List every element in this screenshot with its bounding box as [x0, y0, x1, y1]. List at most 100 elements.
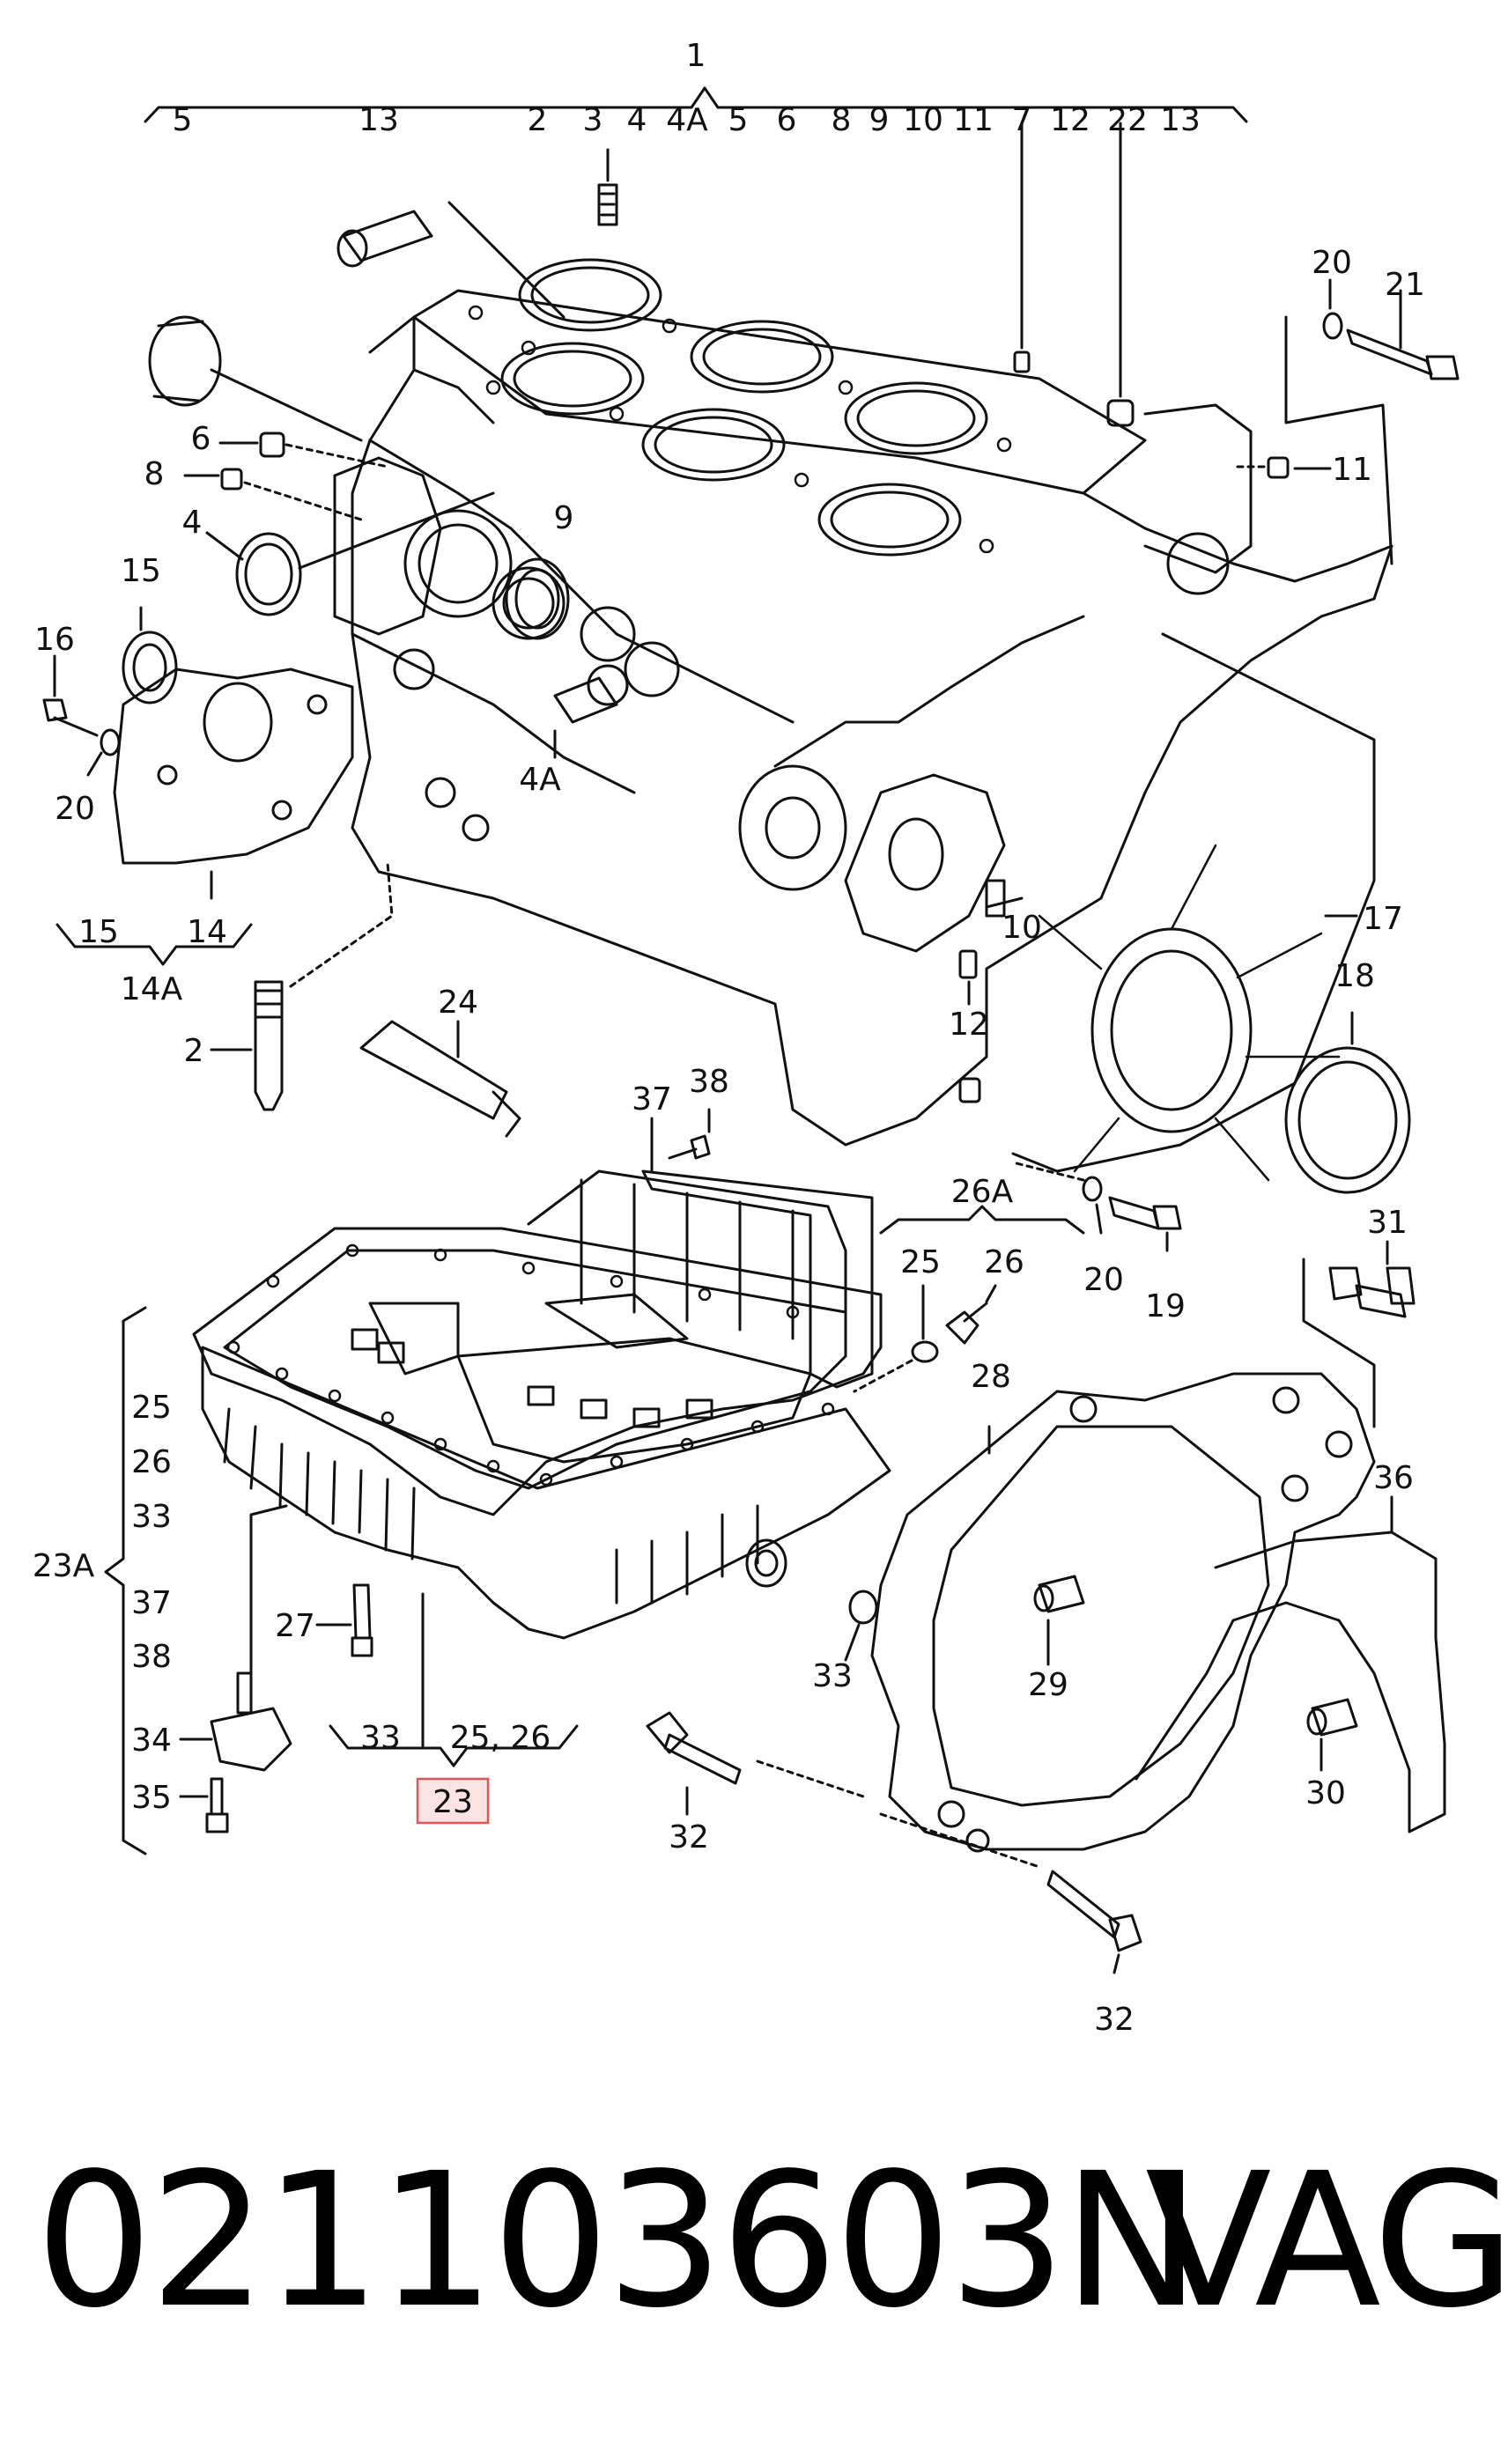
- callout-26: 26: [984, 1244, 1024, 1280]
- callout-4: 4: [182, 505, 203, 541]
- callout-23: 23: [432, 1784, 473, 1820]
- plug-26: [853, 1284, 997, 1393]
- callout-top-7: 7: [1012, 102, 1032, 138]
- callout-top-13: 13: [359, 102, 399, 138]
- callout-side-37: 37: [131, 1585, 172, 1621]
- callout-6: 6: [191, 421, 211, 457]
- bolt-38: [668, 1108, 711, 1160]
- engine-block: [333, 258, 1393, 1182]
- callout-18: 18: [1334, 958, 1375, 994]
- plug-4A: [553, 664, 629, 759]
- callout-36: 36: [1373, 1460, 1414, 1496]
- callout-12: 12: [949, 1007, 989, 1043]
- callout-30: 30: [1305, 1775, 1346, 1811]
- leader-32: [756, 1759, 1041, 1869]
- callout-top-10: 10: [903, 102, 943, 138]
- callout-14b: 14: [187, 914, 227, 950]
- adapter-plate-28: [870, 1372, 1376, 1853]
- callout-33b: 33: [812, 1658, 853, 1694]
- callout-26A: 26A: [951, 1174, 1014, 1210]
- callout-top-13b: 13: [1160, 102, 1201, 138]
- sealant-tube-24: [359, 1020, 521, 1138]
- callout-37: 37: [632, 1081, 672, 1118]
- seal-18: [1284, 1011, 1411, 1194]
- bracket-31: [1302, 1258, 1376, 1428]
- callout-38: 38: [689, 1064, 729, 1100]
- bracket-26A: [879, 1205, 1085, 1235]
- bushing-4: [205, 491, 495, 616]
- brand-name: VAG: [1145, 2133, 1508, 2349]
- callout-side-26: 26: [131, 1444, 172, 1480]
- callout-top-11: 11: [953, 102, 994, 138]
- callout-33a: 33: [360, 1720, 401, 1756]
- bolt-27: [315, 1583, 373, 1657]
- callout-top-4A: 4A: [666, 102, 708, 138]
- callout-32a: 32: [669, 1819, 709, 1855]
- callout-27: 27: [275, 1608, 315, 1644]
- part-number: 021103603N: [35, 2133, 1201, 2349]
- sleeve-22: [1106, 122, 1135, 427]
- bolt-32a: [646, 1711, 742, 1816]
- callout-25: 25: [900, 1244, 941, 1280]
- callout-top-3: 3: [583, 102, 603, 138]
- callout-top-9: 9: [869, 102, 890, 138]
- callout-25-26: 25, 26: [450, 1720, 551, 1756]
- callout-29: 29: [1028, 1667, 1068, 1703]
- callout-23A: 23A: [33, 1548, 95, 1584]
- flange-14: [113, 668, 354, 900]
- dowel-30: [1306, 1698, 1358, 1772]
- callout-side-25: 25: [131, 1390, 172, 1426]
- plug-8: [183, 468, 363, 521]
- callout-10: 10: [1002, 910, 1042, 946]
- callout-11: 11: [1332, 452, 1372, 488]
- plug-11: [1236, 456, 1332, 479]
- pin-12: [958, 949, 978, 1006]
- bolt-16: [42, 654, 99, 737]
- bracket-14A: [55, 923, 253, 966]
- head-bolt-2: [210, 861, 394, 1111]
- freeze-plug-5: [148, 315, 363, 442]
- bolt-35: [179, 1777, 229, 1833]
- callout-2: 2: [184, 1033, 204, 1069]
- highlight-box-23: [416, 1777, 490, 1825]
- bracket-21: [1284, 315, 1393, 565]
- pin-7: [1013, 122, 1031, 373]
- bolt-10: [985, 879, 1024, 918]
- callout-top-6: 6: [777, 102, 797, 138]
- bolt-31: [1328, 1240, 1416, 1318]
- callout-34: 34: [131, 1723, 172, 1759]
- callout-top-8: 8: [832, 102, 852, 138]
- bolt-19: [1011, 1161, 1182, 1252]
- callout-1: 1: [686, 38, 706, 74]
- callout-16: 16: [34, 622, 75, 658]
- callout-14A: 14A: [121, 971, 183, 1007]
- callout-24: 24: [438, 985, 478, 1021]
- callout-side-38: 38: [131, 1639, 172, 1675]
- callout-4A: 4A: [519, 762, 561, 798]
- washer-20-left: [86, 728, 121, 777]
- bolt-32b: [1046, 1870, 1142, 1974]
- callout-20-left: 20: [55, 791, 95, 827]
- washer-20-mid: [1082, 1176, 1103, 1235]
- callout-32b: 32: [1094, 2002, 1135, 2038]
- oil-pan: [192, 1169, 891, 1640]
- callout-top-5b: 5: [728, 102, 749, 138]
- callout-15: 15: [121, 553, 161, 589]
- callout-labels: 1 5 13 2 3 4 4A 5 6 8 9 10 11 7 12 22 13…: [33, 38, 1425, 2038]
- washer-20-top: [1322, 278, 1343, 340]
- plug-6: [218, 432, 389, 468]
- dowel-13: [336, 201, 566, 319]
- callout-19: 19: [1145, 1288, 1186, 1324]
- seal-15: [122, 606, 178, 705]
- sensor-34: [179, 1504, 292, 1772]
- callout-35: 35: [131, 1780, 172, 1816]
- bolt-21: [1346, 289, 1460, 380]
- washer-33: [844, 1590, 878, 1662]
- callout-9: 9: [554, 500, 574, 536]
- callout-20-top: 20: [1312, 245, 1352, 281]
- oil-jet-3: [597, 148, 618, 226]
- callout-top-2: 2: [528, 102, 548, 138]
- dowel-29: [1033, 1575, 1085, 1666]
- callout-17: 17: [1363, 901, 1403, 937]
